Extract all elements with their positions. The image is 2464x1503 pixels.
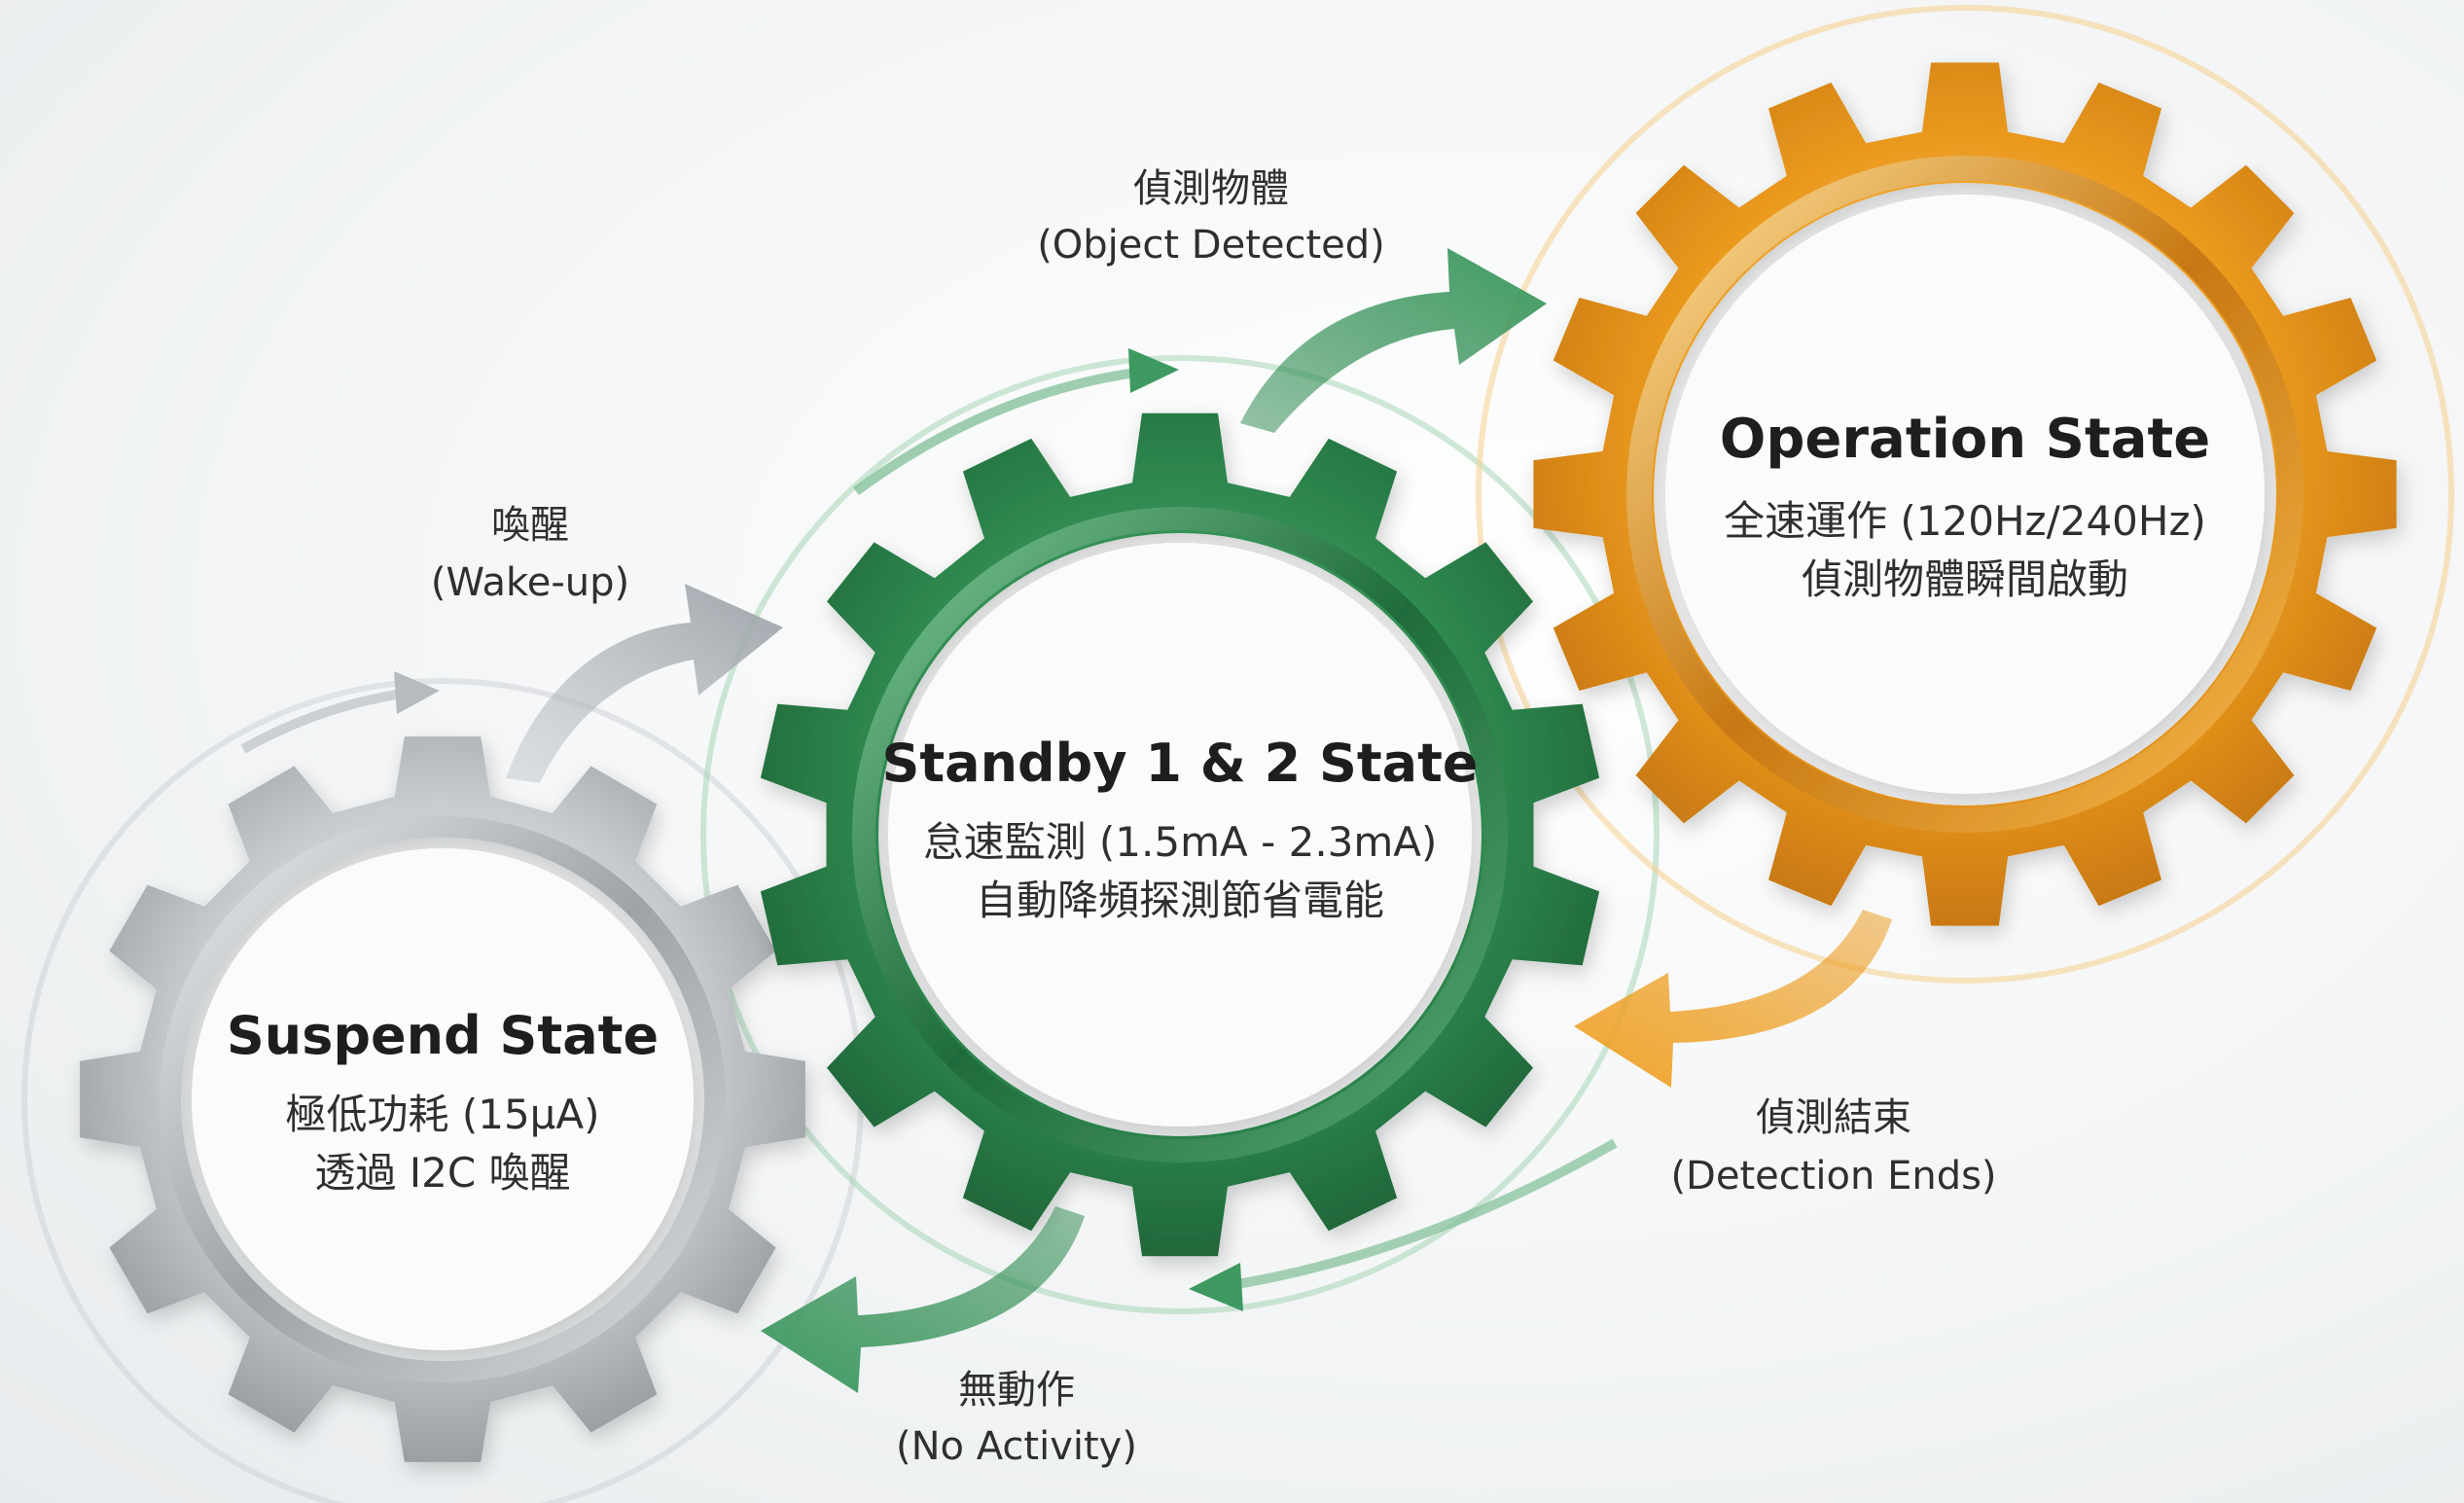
operation-state-line1: 全速運作 (120Hz/240Hz) (1724, 497, 2206, 545)
object-detected-label-en: (Object Detected) (1037, 223, 1385, 268)
no-activity-label-en: (No Activity) (896, 1424, 1137, 1469)
object-detected-label: 偵測物體 (Object Detected) (1037, 166, 1385, 268)
detection-ends-label-zh: 偵測結束 (1756, 1095, 1911, 1140)
detection-ends-label: 偵測結束 (Detection Ends) (1670, 1095, 1996, 1199)
standby-state-title: Standby 1 & 2 State (881, 733, 1478, 794)
object-detected-label-zh: 偵測物體 (1133, 166, 1289, 211)
standby-gear (760, 412, 1600, 1257)
guide-arrow-standby (853, 348, 1179, 496)
suspend-gear (80, 736, 805, 1462)
standby-state-line1: 怠速監測 (1.5mA - 2.3mA) (923, 818, 1438, 866)
wake-up-label-en: (Wake-up) (431, 560, 629, 605)
operation-state-title: Operation State (1720, 408, 2211, 471)
wake-up-label-zh: 喚醒 (491, 503, 569, 548)
curved-arrow-icon (761, 1206, 1085, 1393)
standby-state-line2: 自動降頻探測節省電能 (976, 877, 1384, 924)
standby-state-text: Standby 1 & 2 State 怠速監測 (1.5mA - 2.3mA)… (881, 733, 1478, 924)
operation-gear (1533, 62, 2397, 926)
no-activity-arrow (761, 1206, 1085, 1393)
curved-arrow-icon (1240, 248, 1547, 433)
no-activity-label-zh: 無動作 (958, 1368, 1075, 1413)
operation-state-line2: 偵測物體瞬間啟動 (1802, 555, 2128, 603)
detection-ends-label-en: (Detection Ends) (1670, 1154, 1996, 1199)
operation-state-text: Operation State 全速運作 (120Hz/240Hz) 偵測物體瞬… (1720, 408, 2211, 603)
guide-arrow-suspend (240, 671, 440, 754)
detection-ends-arrow (1574, 910, 1892, 1088)
operation-orbit-ring (1476, 5, 2454, 984)
no-activity-label: 無動作 (No Activity) (896, 1368, 1137, 1469)
standby-orbit-ring (700, 355, 1660, 1314)
suspend-state-line2: 透過 I2C 喚醒 (314, 1149, 570, 1197)
guide-arrow-return (1189, 1138, 1618, 1311)
object-detected-arrow (1240, 248, 1547, 433)
suspend-state-title: Suspend State (227, 1005, 659, 1066)
suspend-state-text: Suspend State 極低功耗 (15μA) 透過 I2C 喚醒 (227, 1005, 659, 1197)
suspend-state-line1: 極低功耗 (15μA) (285, 1091, 599, 1138)
wake-up-label: 喚醒 (Wake-up) (431, 503, 629, 605)
curved-arrow-icon (506, 584, 783, 783)
curved-arrow-icon (1574, 910, 1892, 1088)
wake-up-arrow (506, 584, 783, 783)
